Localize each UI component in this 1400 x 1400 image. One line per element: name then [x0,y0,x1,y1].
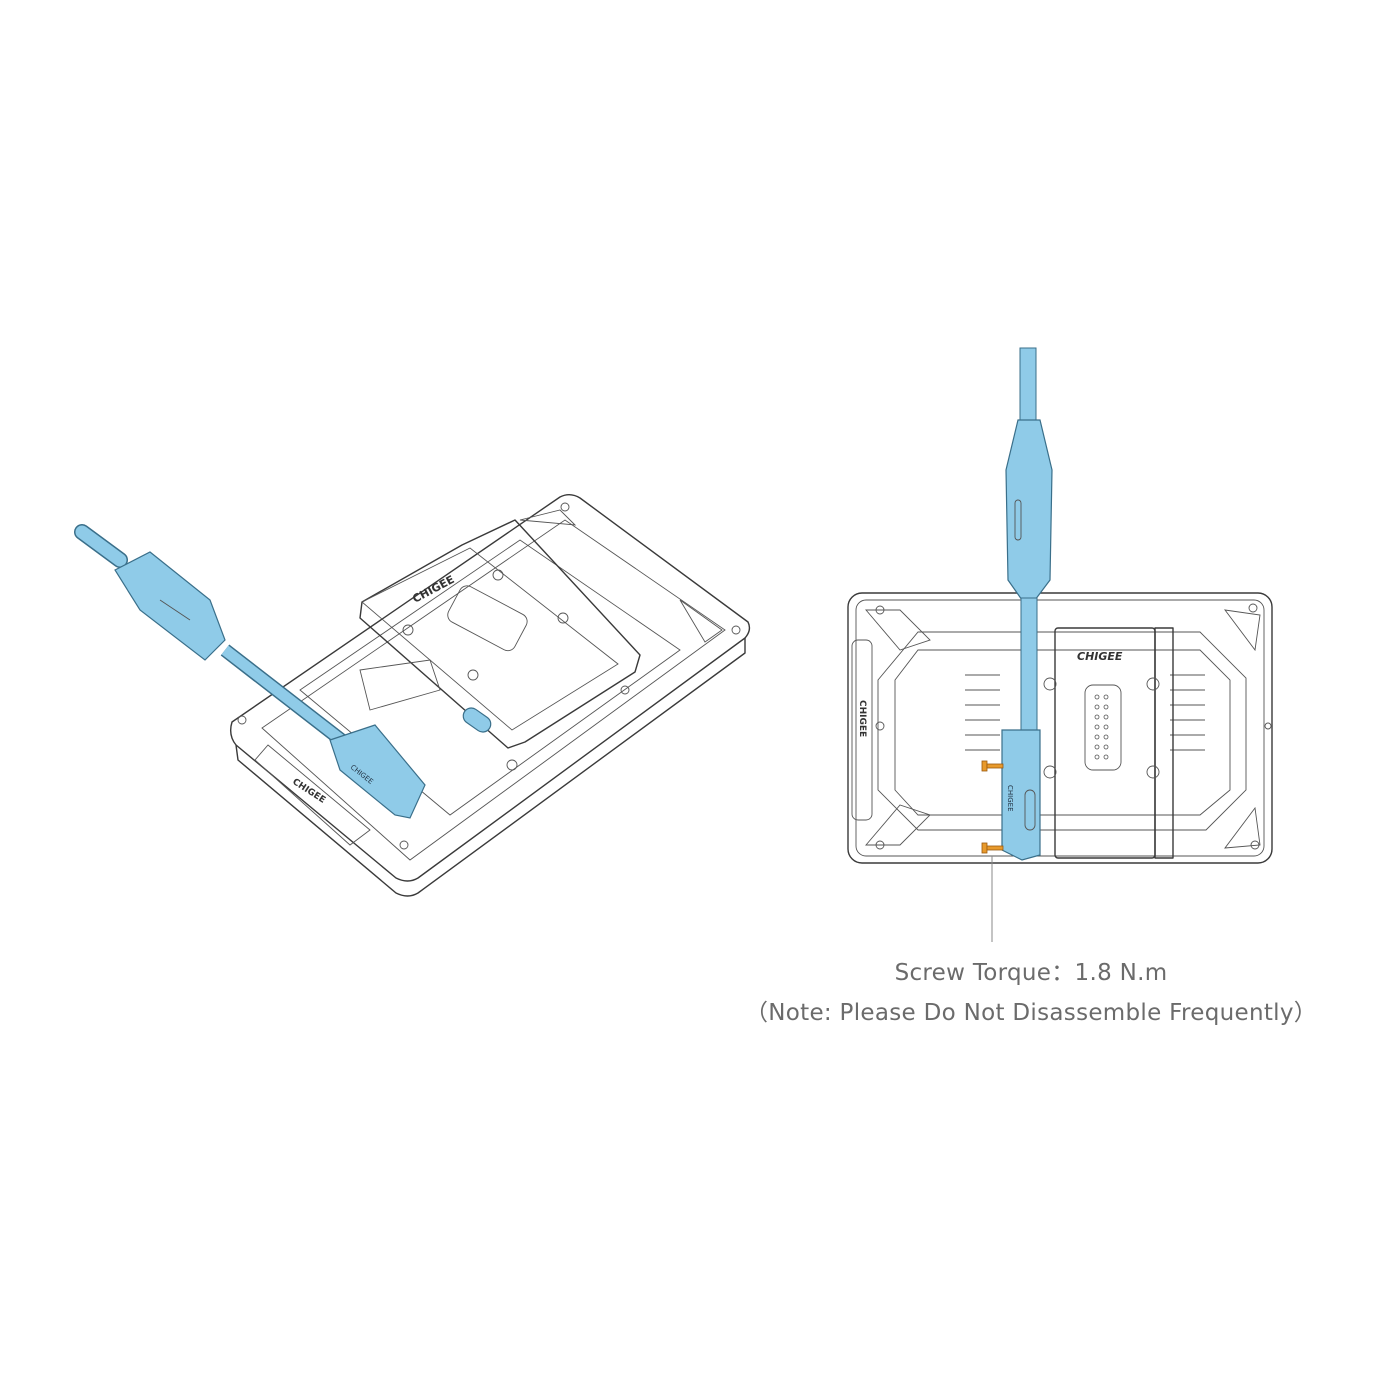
torque-label: Screw Torque：1.8 N.m [894,960,1168,986]
battery-plate-rear: CHIGEE [1043,627,1174,859]
screw-icon [981,842,1004,854]
note-label: （Note: Please Do Not Disassemble Frequen… [744,1000,1318,1026]
logo-plate-rear: CHIGEE [1077,650,1123,663]
logo-plate: CHIGEE [410,573,456,606]
monitor-isometric: CHIGEE CHIGEE CHIGEE [74,494,751,897]
monitor-rear-view: CHIGEE CHIGEE [847,347,1273,942]
svg-text:CHIGEE: CHIGEE [1006,785,1014,812]
cable-rear: CHIGEE [1001,347,1053,861]
cable-isometric: CHIGEE [74,524,492,819]
screw-icon [981,760,1004,772]
logo-side-rear: CHIGEE [857,700,867,737]
